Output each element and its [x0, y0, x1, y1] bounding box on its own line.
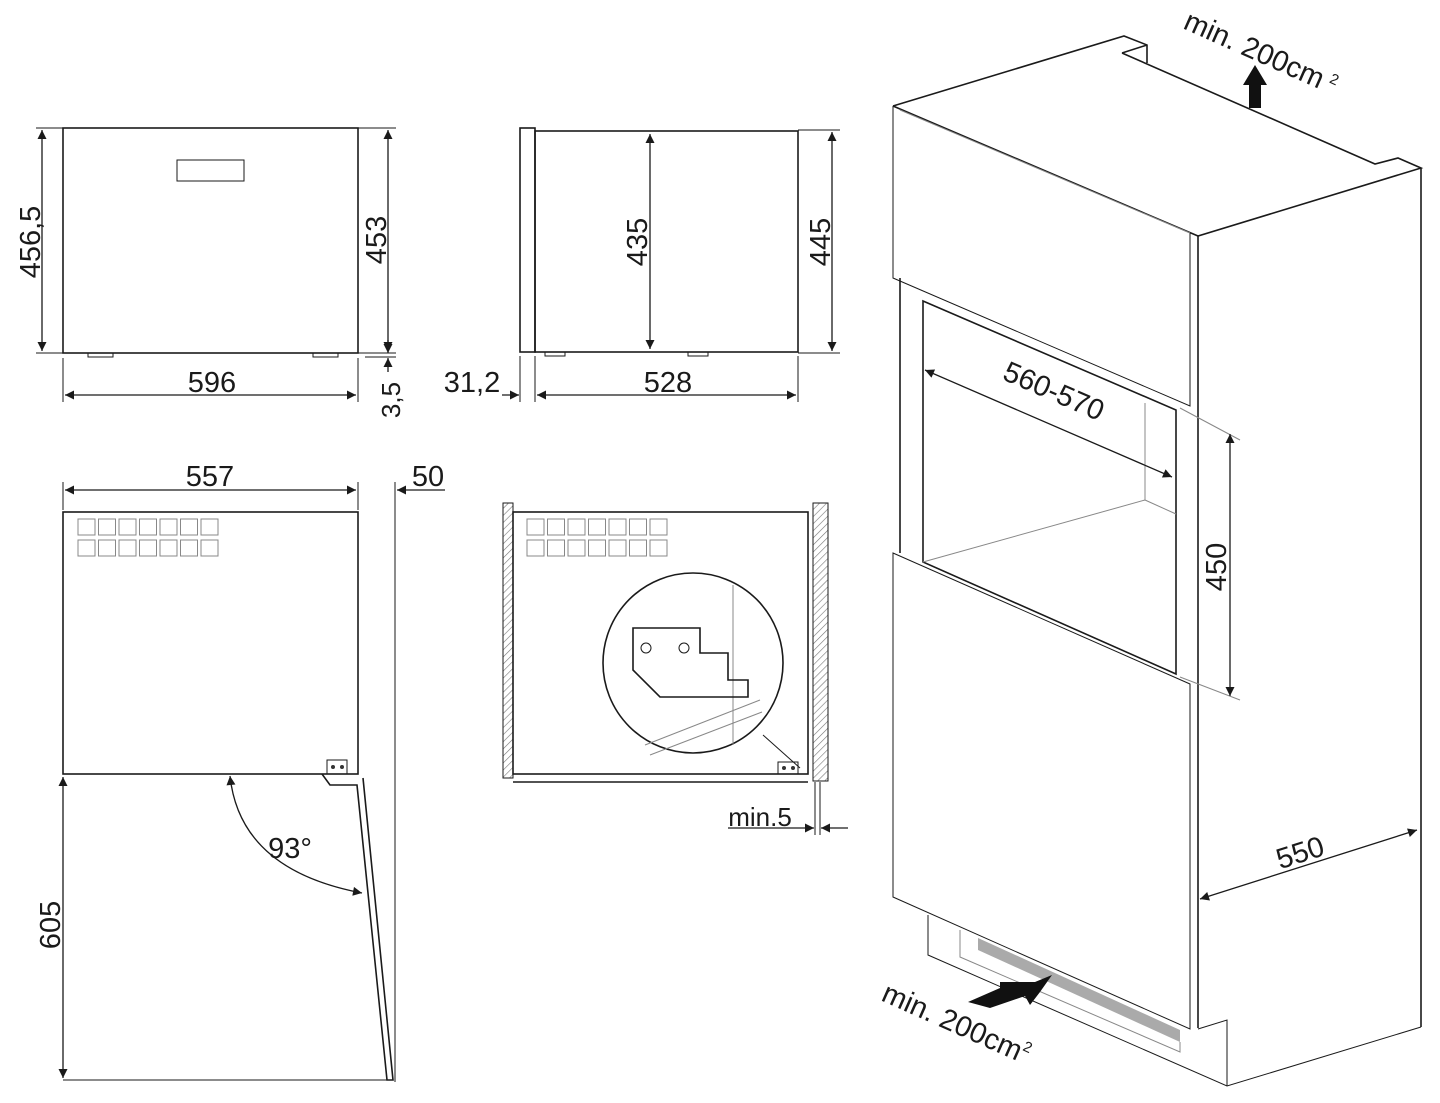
appliance-front-outline — [62, 127, 359, 354]
vent-slot — [567, 539, 586, 557]
label-side-clearance: 50 — [412, 461, 444, 493]
vent-slot — [526, 518, 545, 536]
magnified-detail — [602, 572, 784, 754]
vent-slot — [649, 539, 668, 557]
mounting-bracket — [632, 627, 749, 698]
vent-grille — [978, 938, 1180, 1042]
vent-slot — [547, 518, 565, 536]
vent-slot — [159, 518, 178, 536]
niche-opening — [922, 299, 1177, 676]
foot-right — [312, 352, 339, 358]
vent-slot — [200, 539, 219, 557]
label-width: 596 — [188, 367, 236, 399]
vent-slot — [200, 518, 219, 536]
vent-slot — [608, 539, 627, 557]
vent-slot — [567, 518, 586, 536]
installation-detail: min.5 — [502, 502, 848, 835]
vent-slot — [526, 539, 545, 557]
upper-panel — [892, 106, 1191, 407]
vent-slot — [608, 518, 627, 536]
label-niche-height: 450 — [1201, 543, 1233, 591]
label-height-body: 453 — [361, 216, 393, 264]
right-wall — [812, 502, 829, 782]
vent-slot — [547, 539, 565, 557]
label-front-offset: 31,2 — [444, 367, 500, 399]
vent-slot — [588, 539, 606, 557]
air-outlet-arrow — [1243, 65, 1267, 108]
open-door — [321, 773, 394, 1081]
label-door-angle: 93° — [268, 833, 312, 865]
vent-slot — [77, 518, 96, 536]
vent-slot — [180, 518, 198, 536]
vent-slot — [118, 539, 137, 557]
vent-slot — [139, 539, 157, 557]
hinge — [777, 761, 799, 775]
lower-panel — [892, 552, 1191, 1030]
label-niche-width: 560-570 — [998, 356, 1108, 428]
top-view: 557 50 605 93° — [35, 461, 445, 1082]
vent-slot — [588, 518, 606, 536]
vent-grid — [526, 518, 668, 557]
left-wall — [502, 502, 514, 779]
vent-grid — [77, 518, 219, 557]
label-min-gap: min.5 — [728, 802, 792, 832]
label-height-total: 456,5 — [15, 206, 47, 279]
vent-slot — [139, 518, 157, 536]
label-foot-gap: 3,5 — [376, 382, 406, 418]
label-top-width: 557 — [186, 461, 234, 493]
vent-slot — [159, 539, 178, 557]
label-outer-height: 445 — [805, 218, 837, 266]
foot-left — [87, 352, 114, 358]
cabinet-top — [892, 35, 1424, 237]
vent-slot — [98, 518, 116, 536]
vent-slot — [649, 518, 668, 536]
vent-slot — [180, 539, 198, 557]
air-inlet-arrow — [968, 975, 1052, 1008]
dimension-niche-width — [924, 369, 1173, 478]
vent-slot — [629, 539, 647, 557]
vent-slot — [98, 539, 116, 557]
door-angle-arc — [226, 775, 363, 896]
appliance-top-outline — [62, 511, 359, 775]
label-niche-depth: 550 — [1272, 831, 1328, 876]
side-view: 435 445 31,2 528 — [444, 127, 840, 402]
label-depth: 528 — [644, 367, 692, 399]
front-view: 456,5 453 3,5 596 — [15, 127, 406, 418]
display-panel — [176, 159, 245, 182]
dimension-niche-depth — [1199, 828, 1418, 901]
vent-slot — [629, 518, 647, 536]
plinth — [927, 915, 1422, 1087]
vent-slot — [118, 518, 137, 536]
front-panel — [519, 127, 536, 353]
appliance-outline — [512, 511, 809, 775]
hinge — [326, 759, 348, 775]
appliance-side-outline — [534, 130, 799, 353]
vent-slot — [77, 539, 96, 557]
label-door-swing: 605 — [35, 901, 67, 949]
cabinet-isometric: min. 200cm2 min. 200cm2 560-570 450 550 — [877, 5, 1424, 1087]
label-inner-height: 435 — [622, 218, 654, 266]
